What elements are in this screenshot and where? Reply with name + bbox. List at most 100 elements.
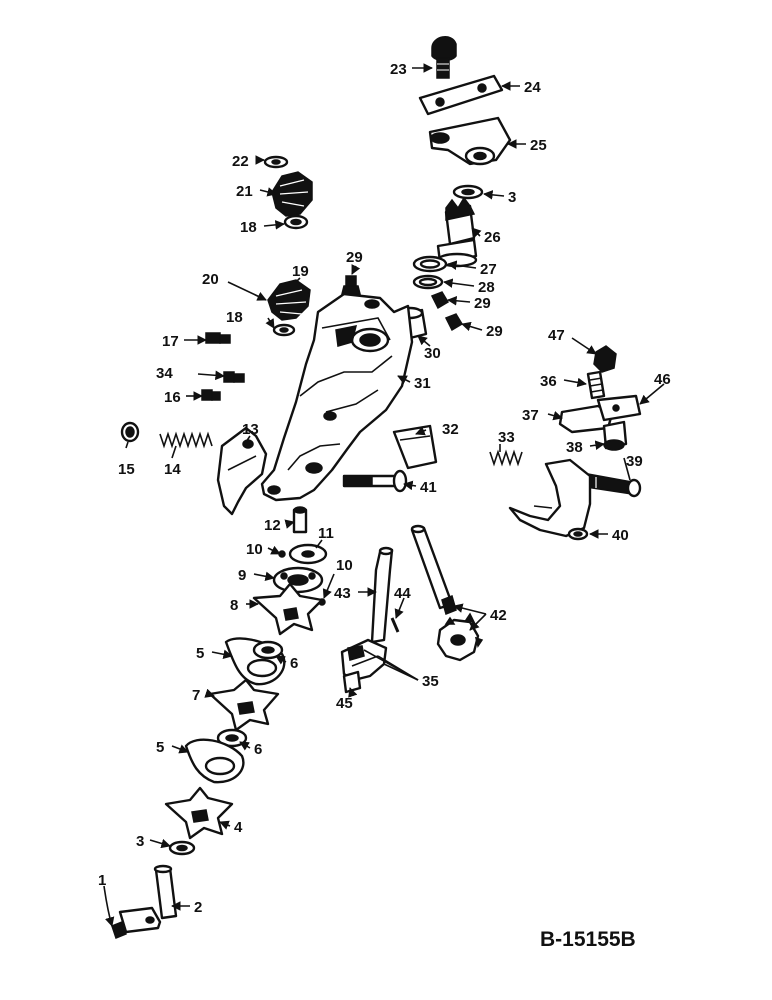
part-7-star-plate [208, 678, 280, 732]
part-43-shaft [370, 546, 394, 644]
part-45-lever [342, 670, 362, 694]
part-32-bracket [392, 424, 438, 470]
part-15-nut [120, 421, 140, 443]
part-42-gear [436, 612, 484, 662]
callout-10-upper: 10 [246, 541, 263, 558]
part-28-ring [412, 274, 444, 290]
callout-34: 34 [156, 365, 173, 382]
part-23-knob [431, 36, 457, 79]
callout-33: 33 [498, 429, 515, 446]
part-6-spacer-upper [252, 640, 284, 660]
callout-46: 46 [654, 371, 671, 388]
part-6-spacer-lower [216, 728, 248, 748]
callout-18-lower: 18 [226, 309, 243, 326]
part-29-fitting-b [430, 291, 450, 310]
callout-38: 38 [566, 439, 583, 456]
callout-47: 47 [548, 327, 565, 344]
part-44-pin [390, 617, 400, 633]
parts-artwork [111, 36, 642, 939]
callout-35: 35 [422, 673, 439, 690]
part-42-shaft [410, 524, 457, 616]
part-3-lower-washer [168, 840, 196, 856]
leader-lines [103, 63, 665, 927]
part-21-bevel-gear [271, 171, 313, 217]
callout-9: 9 [238, 567, 246, 584]
callout-26: 26 [484, 229, 501, 246]
callout-29-mid: 29 [474, 295, 491, 312]
callout-14: 14 [164, 461, 181, 478]
callout-13: 13 [242, 421, 259, 438]
part-18-washer-upper [283, 214, 309, 230]
part-31-main-housing [260, 292, 414, 502]
part-29-fitting-c [444, 313, 464, 332]
part-5-cam-plate-lower [184, 738, 245, 784]
callout-8: 8 [230, 597, 238, 614]
callout-16: 16 [164, 389, 181, 406]
callout-42: 42 [490, 607, 507, 624]
callout-37: 37 [522, 407, 539, 424]
callout-43: 43 [334, 585, 351, 602]
callout-40: 40 [612, 527, 629, 544]
part-12-pin [292, 506, 308, 534]
callout-29-low: 29 [486, 323, 503, 340]
callout-1: 1 [98, 872, 106, 889]
callout-27: 27 [480, 261, 497, 278]
part-13-cam-lever [216, 426, 268, 516]
part-4-star-plate [164, 786, 234, 840]
callout-19: 19 [292, 263, 309, 280]
part-2-shaft [118, 864, 178, 934]
part-19-bevel-gear [267, 279, 311, 321]
callout-20: 20 [202, 271, 219, 288]
callout-17: 17 [162, 333, 179, 350]
part-29-fitting-a [341, 275, 361, 295]
callout-24: 24 [524, 79, 541, 96]
part-34-bolt [223, 371, 245, 383]
callout-6-lower: 6 [254, 741, 262, 758]
part-16-bolt [201, 389, 221, 401]
callout-15: 15 [118, 461, 135, 478]
part-27-ring [412, 255, 448, 273]
callout-3-upper: 3 [508, 189, 516, 206]
callout-31: 31 [414, 375, 431, 392]
part-1-pin [111, 921, 127, 939]
part-24-plate [418, 74, 504, 116]
callout-28: 28 [478, 279, 495, 296]
callout-4: 4 [234, 819, 243, 836]
callout-30: 30 [424, 345, 441, 362]
part-3-upper-washer [452, 184, 484, 200]
callout-5-upper: 5 [196, 645, 204, 662]
callout-41: 41 [420, 479, 437, 496]
part-38-bushing [602, 420, 628, 451]
part-9-bearing [272, 566, 324, 594]
part-11-washer [288, 543, 328, 565]
callout-labels: 1 2 3 3 4 5 5 6 6 7 8 9 10 10 11 12 13 1… [98, 61, 671, 951]
callout-18-upper: 18 [240, 219, 257, 236]
part-40-cam-bracket [508, 458, 592, 541]
callout-25: 25 [530, 137, 547, 154]
callout-6-upper: 6 [290, 655, 298, 672]
callout-44: 44 [394, 585, 411, 602]
callout-22: 22 [232, 153, 249, 170]
callout-39: 39 [626, 453, 643, 470]
part-25-bracket [428, 116, 512, 166]
callout-10-lower: 10 [336, 557, 353, 574]
callout-32: 32 [442, 421, 459, 438]
callout-3-lower: 3 [136, 833, 144, 850]
callout-45: 45 [336, 695, 353, 712]
callout-36: 36 [540, 373, 557, 390]
part-14-spring [159, 431, 213, 449]
part-8-star-plate [252, 582, 324, 636]
callout-7: 7 [192, 687, 200, 704]
part-26-gear-shaft [436, 196, 478, 268]
callout-29-top: 29 [346, 249, 363, 266]
callout-21: 21 [236, 183, 253, 200]
callout-5-lower: 5 [156, 739, 164, 756]
part-22-washer [263, 155, 289, 169]
part-46-plate [596, 394, 642, 422]
part-18-washer-lower [272, 323, 296, 337]
part-47-nut [593, 345, 617, 373]
part-41-bolt [342, 469, 408, 493]
part-36-spring [586, 370, 606, 400]
callout-11: 11 [318, 525, 334, 542]
